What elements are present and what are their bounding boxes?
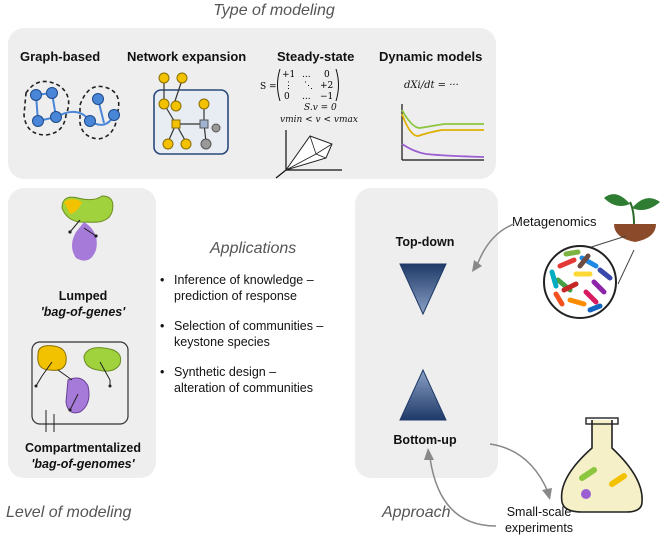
compartmentalized-sublabel: 'bag-of-genomes' <box>31 457 135 471</box>
flux-cone-icon <box>275 130 342 179</box>
level-of-modeling-title: Level of modeling <box>6 504 132 521</box>
flux-bounds: vmin < v < vmax <box>280 115 358 125</box>
bottom-up-triangle <box>399 368 447 421</box>
steady-state-heading: Steady-state <box>277 49 355 64</box>
type-of-modeling-panel <box>8 28 496 179</box>
svg-text:+2: +2 <box>320 81 333 91</box>
network-expansion-icon <box>153 72 229 155</box>
lumped-cell-icon <box>61 195 114 261</box>
microbial-community-icon <box>543 235 635 319</box>
flask-icon <box>560 417 643 513</box>
plant-icon <box>604 194 660 242</box>
lumped-sublabel: 'bag-of-genes' <box>40 305 126 319</box>
svg-text:...: ... <box>302 92 311 102</box>
application-item: Synthetic design – alteration of communi… <box>158 364 368 396</box>
small-scale-label: Small-scale <box>506 505 572 519</box>
bottom-up-label: Bottom-up <box>393 433 457 447</box>
application-line: Selection of communities – <box>174 319 324 333</box>
svg-text:+1: +1 <box>282 70 295 80</box>
applications-title: Applications <box>210 240 297 257</box>
approach-title: Approach <box>382 504 451 521</box>
svg-text:−1: −1 <box>320 92 333 102</box>
metagenomics-label: Metagenomics <box>512 214 597 229</box>
experiments-arrows <box>424 443 552 527</box>
steady-state-equation: S.v = 0 <box>304 103 337 113</box>
svg-text:...: ... <box>302 70 311 80</box>
svg-text:⋮: ⋮ <box>284 81 293 91</box>
application-item: Inference of knowledge – prediction of r… <box>158 272 368 304</box>
application-line: prediction of response <box>174 289 297 303</box>
compartmentalized-cell-icon <box>31 341 129 432</box>
metagenomics-arrow <box>472 223 515 272</box>
compartmentalized-label: Compartmentalized <box>25 441 141 455</box>
type-of-modeling-title: Type of modeling <box>213 2 335 19</box>
graph-based-heading: Graph-based <box>20 49 101 64</box>
approach-panel <box>355 188 498 478</box>
top-down-triangle <box>399 263 447 316</box>
dynamic-curves-icon <box>401 104 485 161</box>
stoichiometric-matrix: S = +1... 0 ⋮ ⋱ +2 0... −1 <box>260 68 339 102</box>
svg-text:S =: S = <box>260 82 277 92</box>
network-expansion-heading: Network expansion <box>127 49 247 64</box>
application-item: Selection of communities – keystone spec… <box>158 318 368 350</box>
experiments-label: experiments <box>504 521 574 535</box>
applications-list: Inference of knowledge – prediction of r… <box>158 272 368 410</box>
dynamic-equation: dXi/dt = ··· <box>404 80 459 91</box>
svg-text:0: 0 <box>324 70 330 80</box>
top-down-label: Top-down <box>395 235 455 249</box>
dynamic-models-heading: Dynamic models <box>379 49 483 64</box>
svg-text:⋱: ⋱ <box>304 81 313 91</box>
graph-based-icon <box>23 80 120 140</box>
lumped-label: Lumped <box>58 289 108 303</box>
application-line: alteration of communities <box>174 381 313 395</box>
application-line: Inference of knowledge – <box>174 273 314 287</box>
application-line: Synthetic design – <box>174 365 277 379</box>
application-line: keystone species <box>174 335 270 349</box>
svg-text:0: 0 <box>284 92 290 102</box>
